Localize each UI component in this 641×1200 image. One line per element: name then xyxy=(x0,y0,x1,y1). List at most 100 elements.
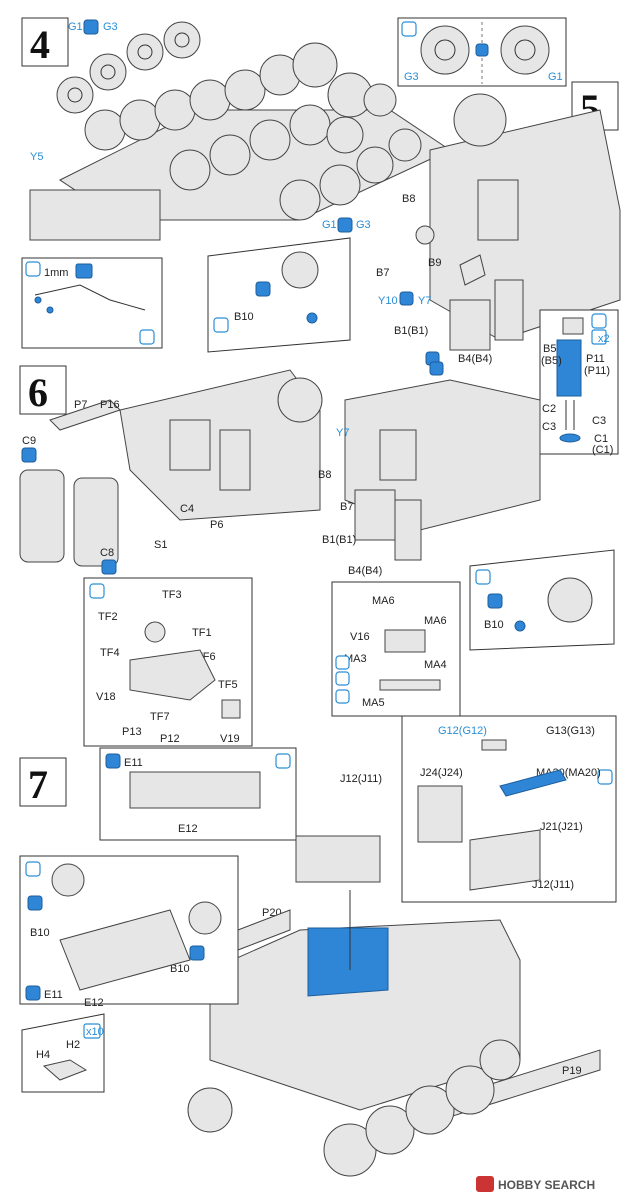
paint-icon xyxy=(401,21,417,37)
label-c8: C8 xyxy=(100,547,114,559)
b10-part xyxy=(306,312,318,324)
tf1-part xyxy=(144,621,166,643)
h-part xyxy=(42,1059,88,1081)
watermark: HOBBY SEARCH xyxy=(476,1176,595,1192)
label-j12-inset: J12(J11) xyxy=(532,879,574,891)
label-b4: B4(B4) xyxy=(458,353,492,365)
paint-icon xyxy=(591,313,607,329)
glue-icon xyxy=(105,753,121,769)
paint-icon xyxy=(475,569,491,585)
sprocket-inset xyxy=(51,863,85,897)
label-c3a: C3 xyxy=(592,415,606,427)
label-b10-right: B10 xyxy=(170,963,190,975)
label-p13: P13 xyxy=(122,726,142,738)
g12-part xyxy=(481,739,507,751)
label-b10-6: B10 xyxy=(484,619,504,631)
label-p11-paren: (P11) xyxy=(584,365,610,377)
sprocket-inset xyxy=(188,901,222,935)
j12-part xyxy=(469,829,541,891)
label-y10: Y10 xyxy=(378,295,398,307)
suspension xyxy=(477,179,519,241)
label-c1-paren: (C1) xyxy=(592,444,613,456)
label-v18: V18 xyxy=(96,691,116,703)
wheel-g1 xyxy=(500,25,550,75)
paint-icon xyxy=(213,317,229,333)
label-g13: G13(G13) xyxy=(546,725,595,737)
label-p11: P11 xyxy=(586,353,605,365)
rear-plate-y5 xyxy=(29,189,161,241)
j12-box xyxy=(295,835,381,883)
label-b5-paren: (B5) xyxy=(541,355,562,367)
wheel-hub xyxy=(547,577,593,623)
glue-icon xyxy=(429,361,444,376)
tool-icon xyxy=(487,593,503,609)
paint-icon xyxy=(25,261,41,277)
label-b7-6: B7 xyxy=(340,501,353,513)
label-v16: V16 xyxy=(350,631,370,643)
label-ma3: MA3 xyxy=(344,653,367,665)
label-ma6a: MA6 xyxy=(372,595,395,607)
label-tf5: TF5 xyxy=(218,679,238,691)
watermark-text: HOBBY SEARCH xyxy=(498,1178,595,1192)
b7-plate xyxy=(459,254,486,286)
p7-part xyxy=(49,399,121,431)
tf-assembly xyxy=(129,649,216,701)
label-g1-top: G1 xyxy=(68,21,83,33)
label-g3-mid: G3 xyxy=(356,219,371,231)
label-e12-top: E12 xyxy=(178,823,198,835)
label-tf7: TF7 xyxy=(150,711,170,723)
paint-icon xyxy=(89,583,105,599)
label-c4: C4 xyxy=(180,503,194,515)
b4-6 xyxy=(394,499,422,561)
label-b5: B5 xyxy=(543,343,556,355)
glue-icon xyxy=(25,985,41,1001)
label-h4: H4 xyxy=(36,1049,50,1061)
glue-icon xyxy=(399,291,414,306)
label-b10: B10 xyxy=(234,311,254,323)
step-number-box xyxy=(19,365,67,415)
step-6: 6 P7 P16 C9 C8 C4 S1 P6 Y7 B8 B7 B1(B1) … xyxy=(19,361,615,747)
label-1mm: 1mm xyxy=(44,267,68,279)
label-tf4: TF4 xyxy=(100,647,120,659)
label-b7: B7 xyxy=(376,267,389,279)
glue-icon xyxy=(83,19,99,35)
label-tf3: TF3 xyxy=(162,589,182,601)
paint-icon xyxy=(335,655,350,670)
b10-part xyxy=(514,620,526,632)
step-4: 4 G1 G3 G1 G3 Y5 xyxy=(21,17,567,349)
label-tf1: TF1 xyxy=(192,627,212,639)
step-number: 4 xyxy=(30,22,50,67)
lower-wheels xyxy=(187,1039,521,1177)
paint-icon xyxy=(335,671,350,686)
label-g1-inset: G1 xyxy=(548,71,563,83)
sprocket-left xyxy=(277,377,323,423)
label-p7: P7 xyxy=(74,399,87,411)
b5-part xyxy=(562,317,584,335)
label-b1-6: B1(B1) xyxy=(322,534,356,546)
label-g1-mid: G1 xyxy=(322,219,337,231)
ma-bracket xyxy=(379,679,441,691)
label-e12-left: E12 xyxy=(84,997,104,1009)
label-p6: P6 xyxy=(210,519,223,531)
label-c1: C1 xyxy=(594,433,608,445)
glue-icon xyxy=(475,43,489,57)
label-b4-6: B4(B4) xyxy=(348,565,382,577)
e12-frame xyxy=(59,909,191,991)
label-j24: J24(J24) xyxy=(420,767,463,779)
sprocket xyxy=(453,93,507,147)
wire-line xyxy=(34,284,146,311)
label-p16: P16 xyxy=(100,399,120,411)
hull-side xyxy=(429,109,621,341)
label-c2: C2 xyxy=(542,403,556,415)
label-y7-6: Y7 xyxy=(336,427,349,439)
e12-tray xyxy=(129,771,261,809)
tool-icon xyxy=(27,895,43,911)
c1-part xyxy=(559,433,581,443)
ma20-part xyxy=(499,769,567,797)
wheel-g3 xyxy=(420,25,470,75)
label-g3-inset: G3 xyxy=(404,71,419,83)
step-number-box xyxy=(21,17,69,67)
paint-icon xyxy=(597,769,613,785)
inset-b10-6 xyxy=(469,549,615,651)
